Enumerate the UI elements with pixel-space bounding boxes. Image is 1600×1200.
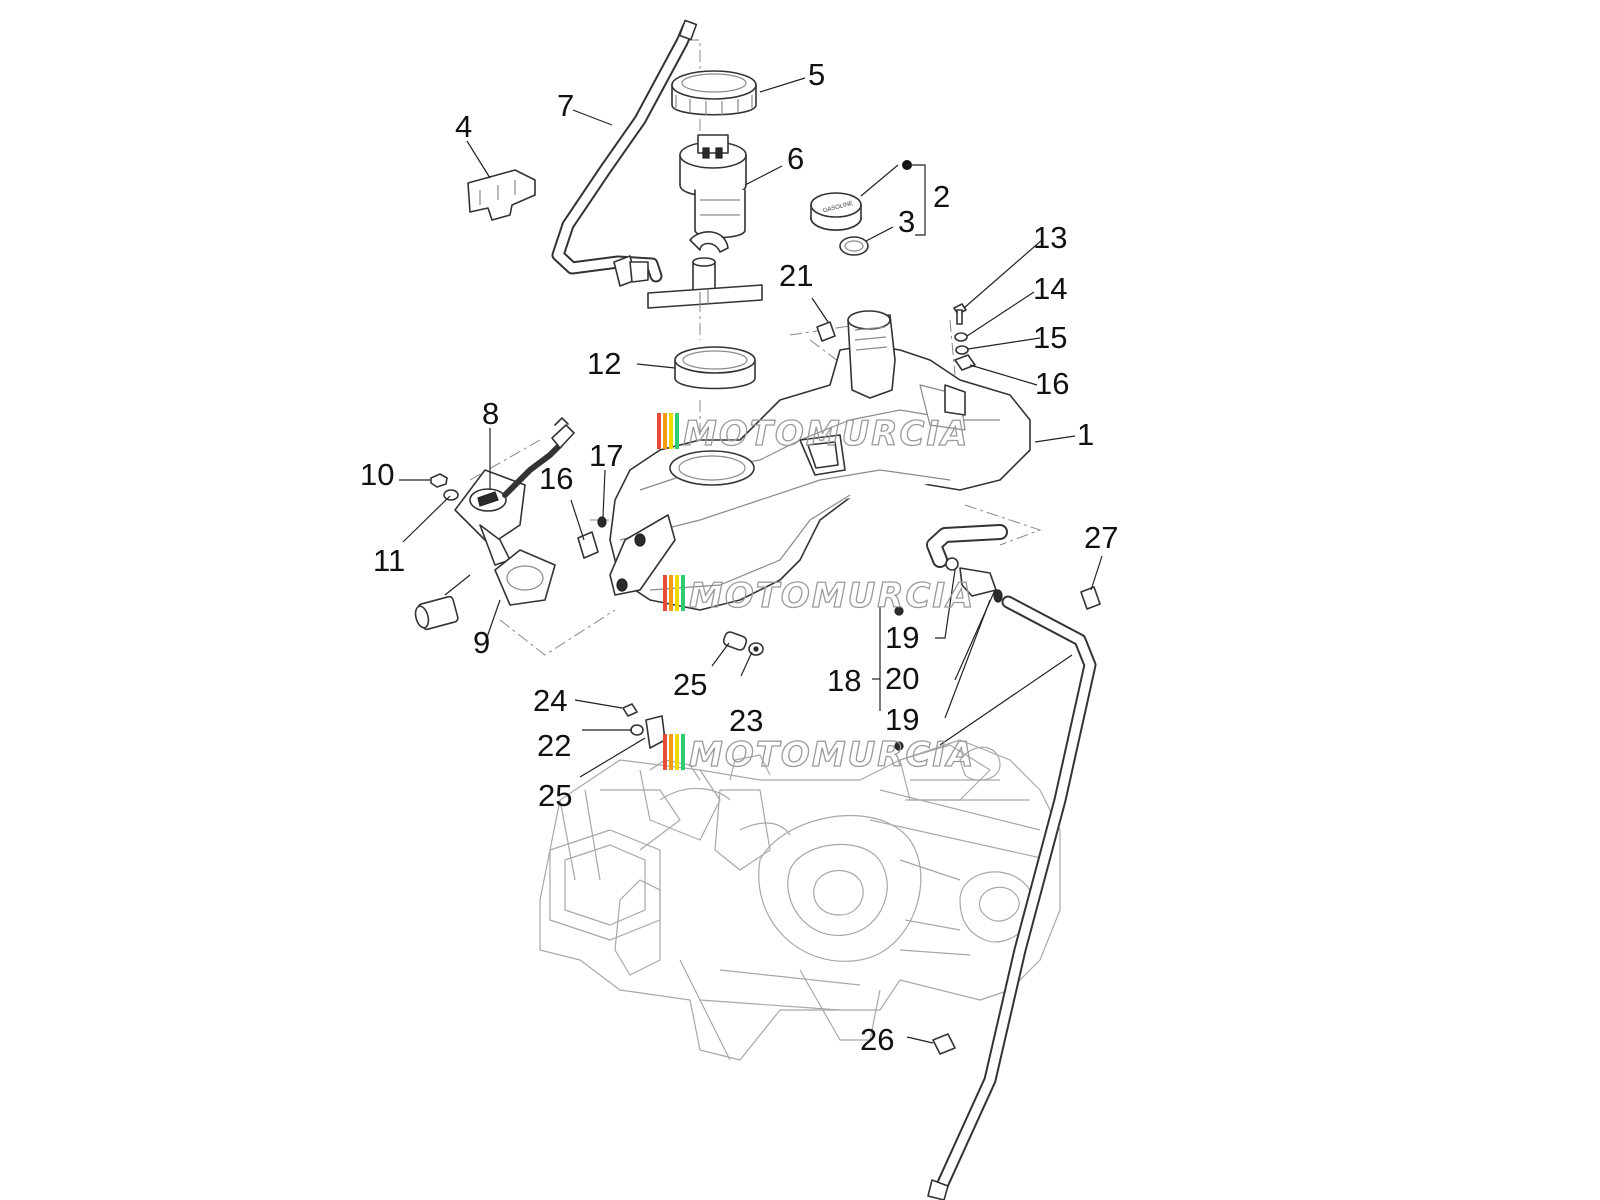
watermark-stripe [669,575,673,611]
callout-1: 1 [1077,417,1094,452]
callout-25-upper: 25 [673,667,707,702]
washer-14 [954,332,968,342]
screw-23 [748,642,764,656]
callout-11: 11 [373,543,405,578]
callout-20: 20 [885,661,919,696]
callout-13: 13 [1033,220,1067,255]
callout-18: 18 [827,663,861,698]
breather-hose-long [927,595,1097,1200]
watermark-stripe [663,575,667,611]
screw-13 [953,303,967,325]
watermark-bottom: MOTOMURCIA [663,734,975,776]
callout-16-left: 16 [539,461,573,496]
clamp-19-upper [894,606,904,616]
callout-6: 6 [787,141,804,176]
breather-valve [945,557,1003,603]
engine-assembly [539,739,1061,1061]
callout-15: 15 [1033,320,1067,355]
fitting-25-lower [645,715,666,749]
callout-12: 12 [587,346,621,381]
callout-14: 14 [1033,271,1067,306]
hose-clip-bracket [467,169,536,221]
callout-4: 4 [455,109,472,144]
watermark-stripe [669,413,673,449]
watermark-top: MOTOMURCIA [657,413,969,455]
watermark-stripe [663,734,667,770]
watermark-stripe [669,734,673,770]
clip-26 [932,1033,956,1055]
clip-nut-16-right [954,354,976,371]
watermark-stripe [675,413,679,449]
callout-10: 10 [360,457,394,492]
callout-16-right: 16 [1035,366,1069,401]
watermark-stripe [663,413,667,449]
fuel-cap-gasket [839,236,869,256]
fuel-tank [609,310,1031,611]
callout-25-lower: 25 [538,778,572,813]
watermark-middle: MOTOMURCIA [663,575,975,617]
connector-25 [722,631,748,651]
callout-27: 27 [1084,520,1118,555]
fuel-pump [647,134,763,309]
watermark-stripe [681,575,685,611]
callout-9: 9 [473,625,490,660]
watermark-text: MOTOMURCIA [689,576,975,616]
breather-hose-short [926,524,1008,568]
screw-24 [622,703,638,717]
callout-2: 2 [933,179,950,214]
fuel-cap: GASOLINE [810,192,862,231]
watermark-text: MOTOMURCIA [689,735,975,775]
callout-5: 5 [808,57,825,92]
leader-lines [399,77,1103,1044]
watermark-stripe [675,575,679,611]
clip-21 [816,321,836,342]
fuel-level-sender [414,417,575,631]
callout-22: 22 [537,728,571,763]
pump-retaining-ring [671,70,757,116]
callout-17: 17 [589,438,623,473]
washer-11 [443,489,459,501]
watermark-stripe [681,734,685,770]
callout-7: 7 [557,88,574,123]
callout-26: 26 [860,1022,894,1057]
fuel-delivery-hose [551,19,698,287]
clamp-19-lower [894,741,904,751]
nut-10 [430,473,448,488]
callout-24: 24 [533,683,567,718]
callout-19-upper: 19 [885,620,919,655]
callout-labels: 1 2 3 4 5 6 7 8 9 10 11 12 13 14 15 16 1… [360,57,1118,1057]
clamp-22 [630,724,644,736]
callout-19-lower: 19 [885,702,919,737]
callout-3: 3 [898,204,915,239]
callout-23: 23 [729,703,763,738]
clip-27 [1080,586,1101,610]
callout-8: 8 [482,396,499,431]
watermark-stripe [657,413,661,449]
watermark-text: MOTOMURCIA [683,414,969,454]
level-sender-gasket [494,549,556,606]
watermark-stripe [675,734,679,770]
clip-nut-16-left [577,531,599,559]
pump-gasket [674,346,756,390]
screw-17 [597,516,607,528]
clip-nut-15 [955,345,969,355]
callout-21: 21 [779,258,813,293]
